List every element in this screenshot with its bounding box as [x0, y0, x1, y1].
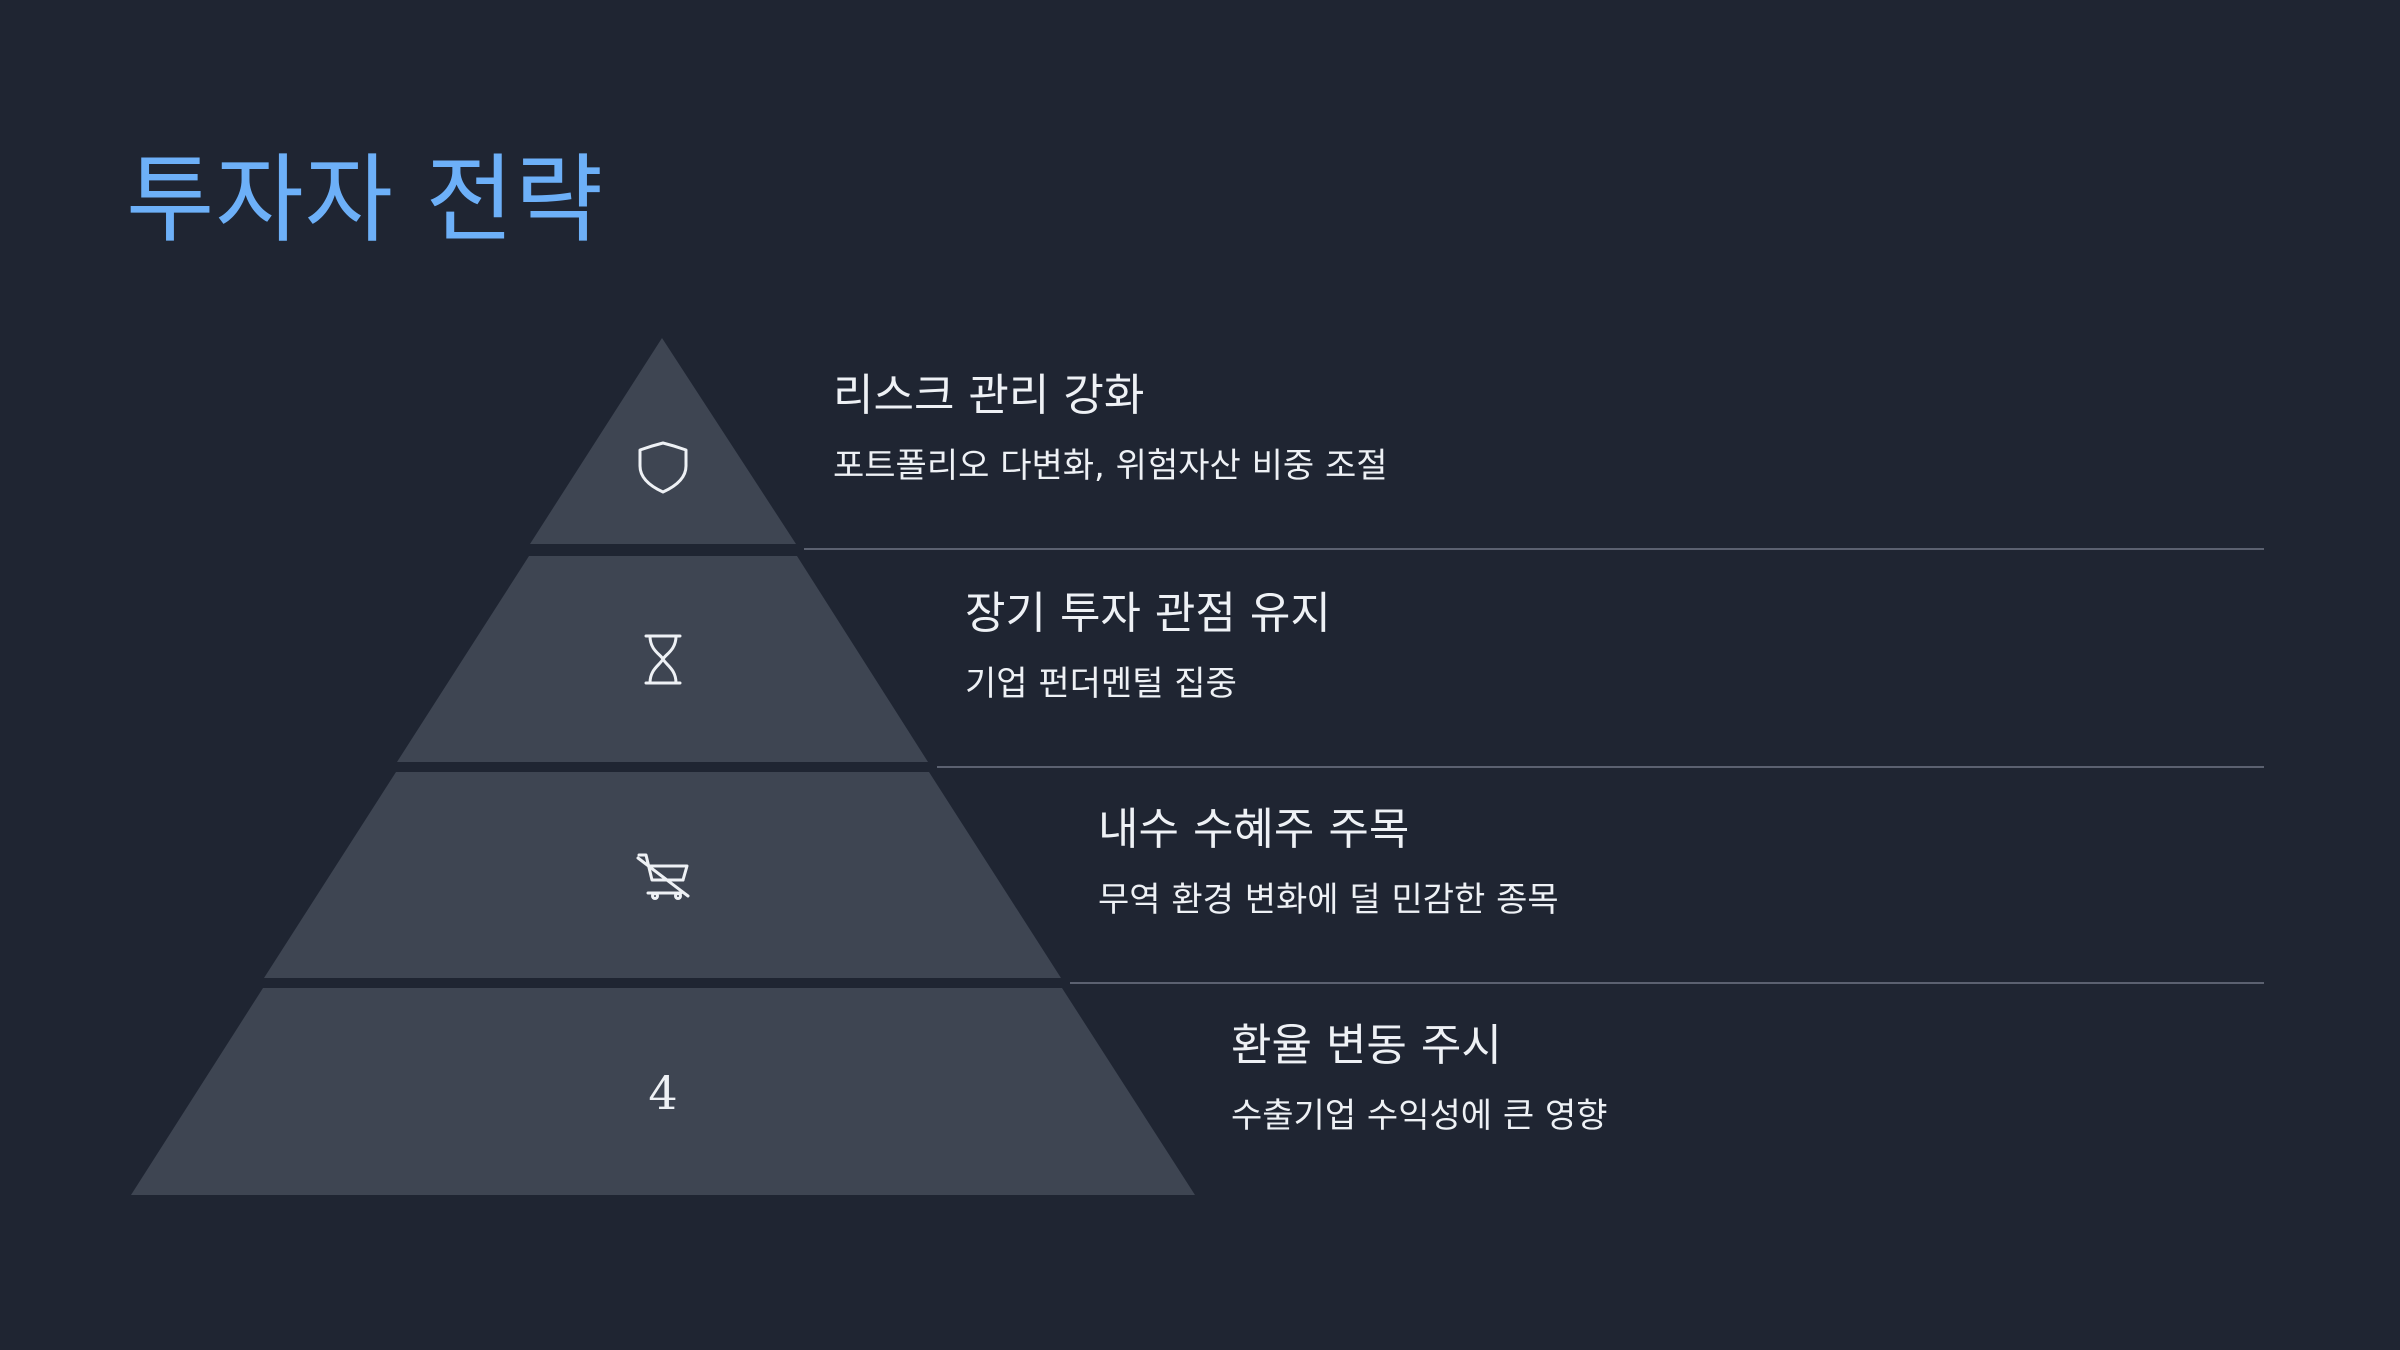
level-title: 장기 투자 관점 유지 — [965, 588, 1331, 639]
level-description: 기업 펀더멘털 집중 — [965, 664, 1237, 704]
level-title: 내수 수혜주 주목 — [1098, 804, 1410, 855]
tier-number-label: 4 — [648, 1066, 677, 1120]
shield-icon — [638, 441, 688, 494]
level-description: 포트폴리오 다변화, 위험자산 비중 조절 — [833, 446, 1388, 486]
crossed-out-cart-icon — [636, 853, 690, 900]
level-title: 리스크 관리 강화 — [833, 370, 1145, 421]
slide-title: 투자자 전략 — [126, 144, 605, 256]
level-title: 환율 변동 주시 — [1231, 1020, 1502, 1071]
pyramid-tier-4 — [131, 988, 1195, 1195]
level-description: 무역 환경 변화에 덜 민감한 종목 — [1098, 880, 1559, 920]
pyramid-tier-1 — [530, 338, 796, 544]
level-description: 수출기업 수익성에 큰 영향 — [1231, 1096, 1608, 1136]
hourglass-icon — [644, 634, 682, 685]
